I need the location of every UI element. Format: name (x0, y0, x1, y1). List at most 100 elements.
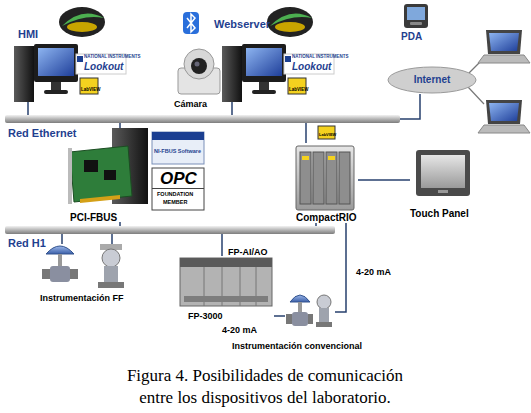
figure-caption: Figura 4. Posibilidades de comunicación … (109, 365, 421, 409)
network-link (111, 234, 113, 244)
transmitter-flange (98, 282, 124, 288)
opc-rule (152, 188, 204, 189)
device-label: Red Ethernet (8, 127, 76, 139)
valve-actuator (290, 295, 310, 302)
transmitter-body (319, 308, 329, 324)
module-tag (302, 156, 309, 160)
valve-flange (286, 314, 292, 324)
monitor-base (252, 90, 276, 94)
crio-chassis (296, 146, 354, 210)
logo-text: LabVIEW (319, 133, 336, 137)
badge-ring (67, 22, 97, 32)
monitor-screen (38, 48, 74, 76)
network-link (27, 102, 29, 115)
bluetooth-glyph (187, 14, 195, 32)
network-link (221, 234, 223, 256)
interface-card-node: PCI-FBUS (66, 128, 152, 222)
laptop-screen (489, 33, 519, 51)
monitor-stand (51, 82, 61, 90)
logo-text: MEMBER (163, 199, 187, 205)
logo-text: OPC (160, 170, 197, 189)
laptop-base (478, 55, 530, 63)
panel-screen (421, 155, 465, 188)
card-bracket (68, 148, 72, 204)
instrument-group: Instrumentación convencional (285, 288, 335, 338)
device-label: FP-AI/AO (228, 248, 268, 258)
pda-node: PDA (393, 4, 433, 44)
crio-module (313, 152, 324, 204)
computer-node: Webserver (214, 18, 286, 102)
network-link (274, 315, 285, 317)
valve-body (50, 266, 70, 282)
laptop-base (478, 125, 530, 133)
transmitter-head (102, 249, 120, 267)
laptops (468, 30, 530, 133)
monitor (242, 44, 286, 82)
network-link (61, 234, 63, 244)
cloud-shape (388, 67, 476, 93)
fieldbus-badge (267, 7, 313, 37)
device-label: Webserver (214, 18, 270, 30)
logo-text: Lookout (292, 61, 331, 72)
conventional-instruments (286, 295, 332, 327)
logo-text: FOUNDATION (157, 191, 193, 197)
crio-module (300, 152, 311, 204)
internet-cloud: Internet (387, 66, 477, 94)
laptop-screen (489, 103, 519, 121)
crio-module (326, 152, 337, 204)
device-label: Instrumentación FF (40, 294, 124, 304)
network-band: Red Ethernet (5, 115, 400, 123)
device-label: Cámara (174, 100, 207, 110)
opc-logo (152, 168, 204, 210)
valve-body (292, 312, 308, 326)
fp-top (180, 258, 272, 267)
pda-body (404, 4, 428, 28)
internet-link (468, 87, 484, 104)
device-label: Touch Panel (410, 208, 469, 219)
compactrio (296, 126, 354, 210)
network-band: Red H1 (5, 226, 335, 234)
network-link (335, 223, 346, 312)
signal-label: 4-20 mA (356, 268, 391, 278)
device-label: Internet (387, 74, 477, 85)
camera-node: Cámara (172, 40, 224, 112)
logo-text: LabVIEW (289, 88, 309, 93)
network-link (400, 94, 420, 119)
monitor (34, 44, 78, 82)
pc-tower (222, 46, 242, 102)
camera-dome (184, 49, 214, 79)
network-link (231, 102, 233, 115)
crio-module (339, 152, 350, 204)
transmitter-flange (316, 322, 332, 327)
touch-panel-node: Touch Panel (410, 148, 474, 220)
valve-actuator (46, 246, 74, 254)
camera-lens (191, 58, 207, 74)
ni-mark (285, 56, 291, 62)
ff-instruments (42, 244, 124, 288)
laptop-lid (486, 30, 522, 54)
device-label: FP-3000 (188, 312, 223, 322)
fp3000 (180, 258, 272, 306)
software-box-band (152, 132, 204, 140)
laptop-lid (486, 100, 522, 124)
network-link (358, 179, 410, 181)
pci-fbus-station (68, 128, 204, 210)
monitor-stand (259, 82, 269, 90)
valve-flange (70, 269, 78, 279)
logo-text: Lookout (84, 61, 123, 72)
device-label: PDA (401, 31, 422, 42)
pci-card (70, 146, 132, 202)
pda-buttons (410, 22, 422, 25)
software-box (152, 132, 204, 164)
fieldbus-badge (59, 7, 105, 37)
panel-button (438, 190, 448, 193)
logo-text: NATIONAL INSTRUMENTS (84, 55, 141, 60)
computer-node: HMI (12, 28, 80, 102)
valve-stem (298, 302, 302, 312)
controller-node: CompactRIO (292, 143, 358, 223)
device-label: Instrumentación convencional (232, 342, 362, 352)
card-connector (80, 195, 120, 203)
